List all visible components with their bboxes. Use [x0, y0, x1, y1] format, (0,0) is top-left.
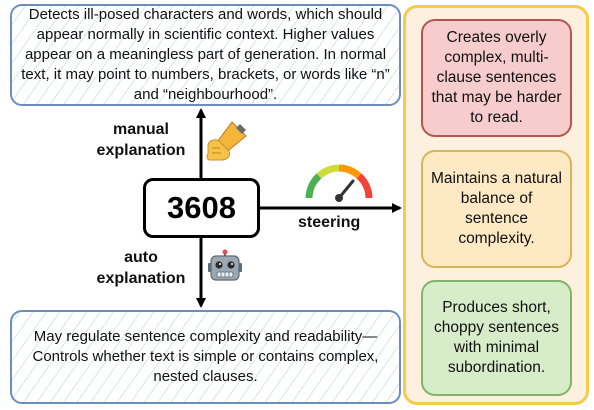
- steering-effect-high: Creates overly complex, multi-clause sen…: [421, 19, 572, 137]
- auto-explanation-text: May regulate sentence complexity and rea…: [32, 328, 379, 385]
- manual-label-line1: manual: [112, 121, 169, 138]
- steering-effect-low-text: Produces short, choppy sentences with mi…: [434, 299, 559, 376]
- auto-explanation-box: May regulate sentence complexity and rea…: [10, 310, 401, 404]
- manual-explanation-box: Detects ill-posed characters and words, …: [10, 4, 401, 106]
- auto-explanation-label: auto explanation: [86, 247, 196, 289]
- steering-effects-panel: Creates overly complex, multi-clause sen…: [403, 5, 589, 405]
- steering-effect-neutral: Maintains a natural balance of sentence …: [421, 150, 572, 268]
- feature-id: 3608: [167, 190, 236, 225]
- steering-effect-neutral-text: Maintains a natural balance of sentence …: [431, 170, 562, 247]
- auto-label-line1: auto: [124, 249, 158, 266]
- manual-label-line2: explanation: [96, 142, 186, 159]
- writing-hand-icon: [206, 121, 247, 161]
- steering-effect-low: Produces short, choppy sentences with mi…: [421, 280, 572, 396]
- auto-label-line2: explanation: [96, 270, 186, 287]
- speedometer-gauge-icon: [305, 164, 373, 202]
- manual-explanation-text: Detects ill-posed characters and words, …: [21, 6, 390, 103]
- robot-icon: [208, 249, 242, 281]
- steering-effect-high-text: Creates overly complex, multi-clause sen…: [431, 29, 562, 126]
- feature-id-box: 3608: [143, 178, 260, 238]
- manual-explanation-label: manual explanation: [86, 119, 196, 161]
- steering-label: steering: [298, 214, 361, 231]
